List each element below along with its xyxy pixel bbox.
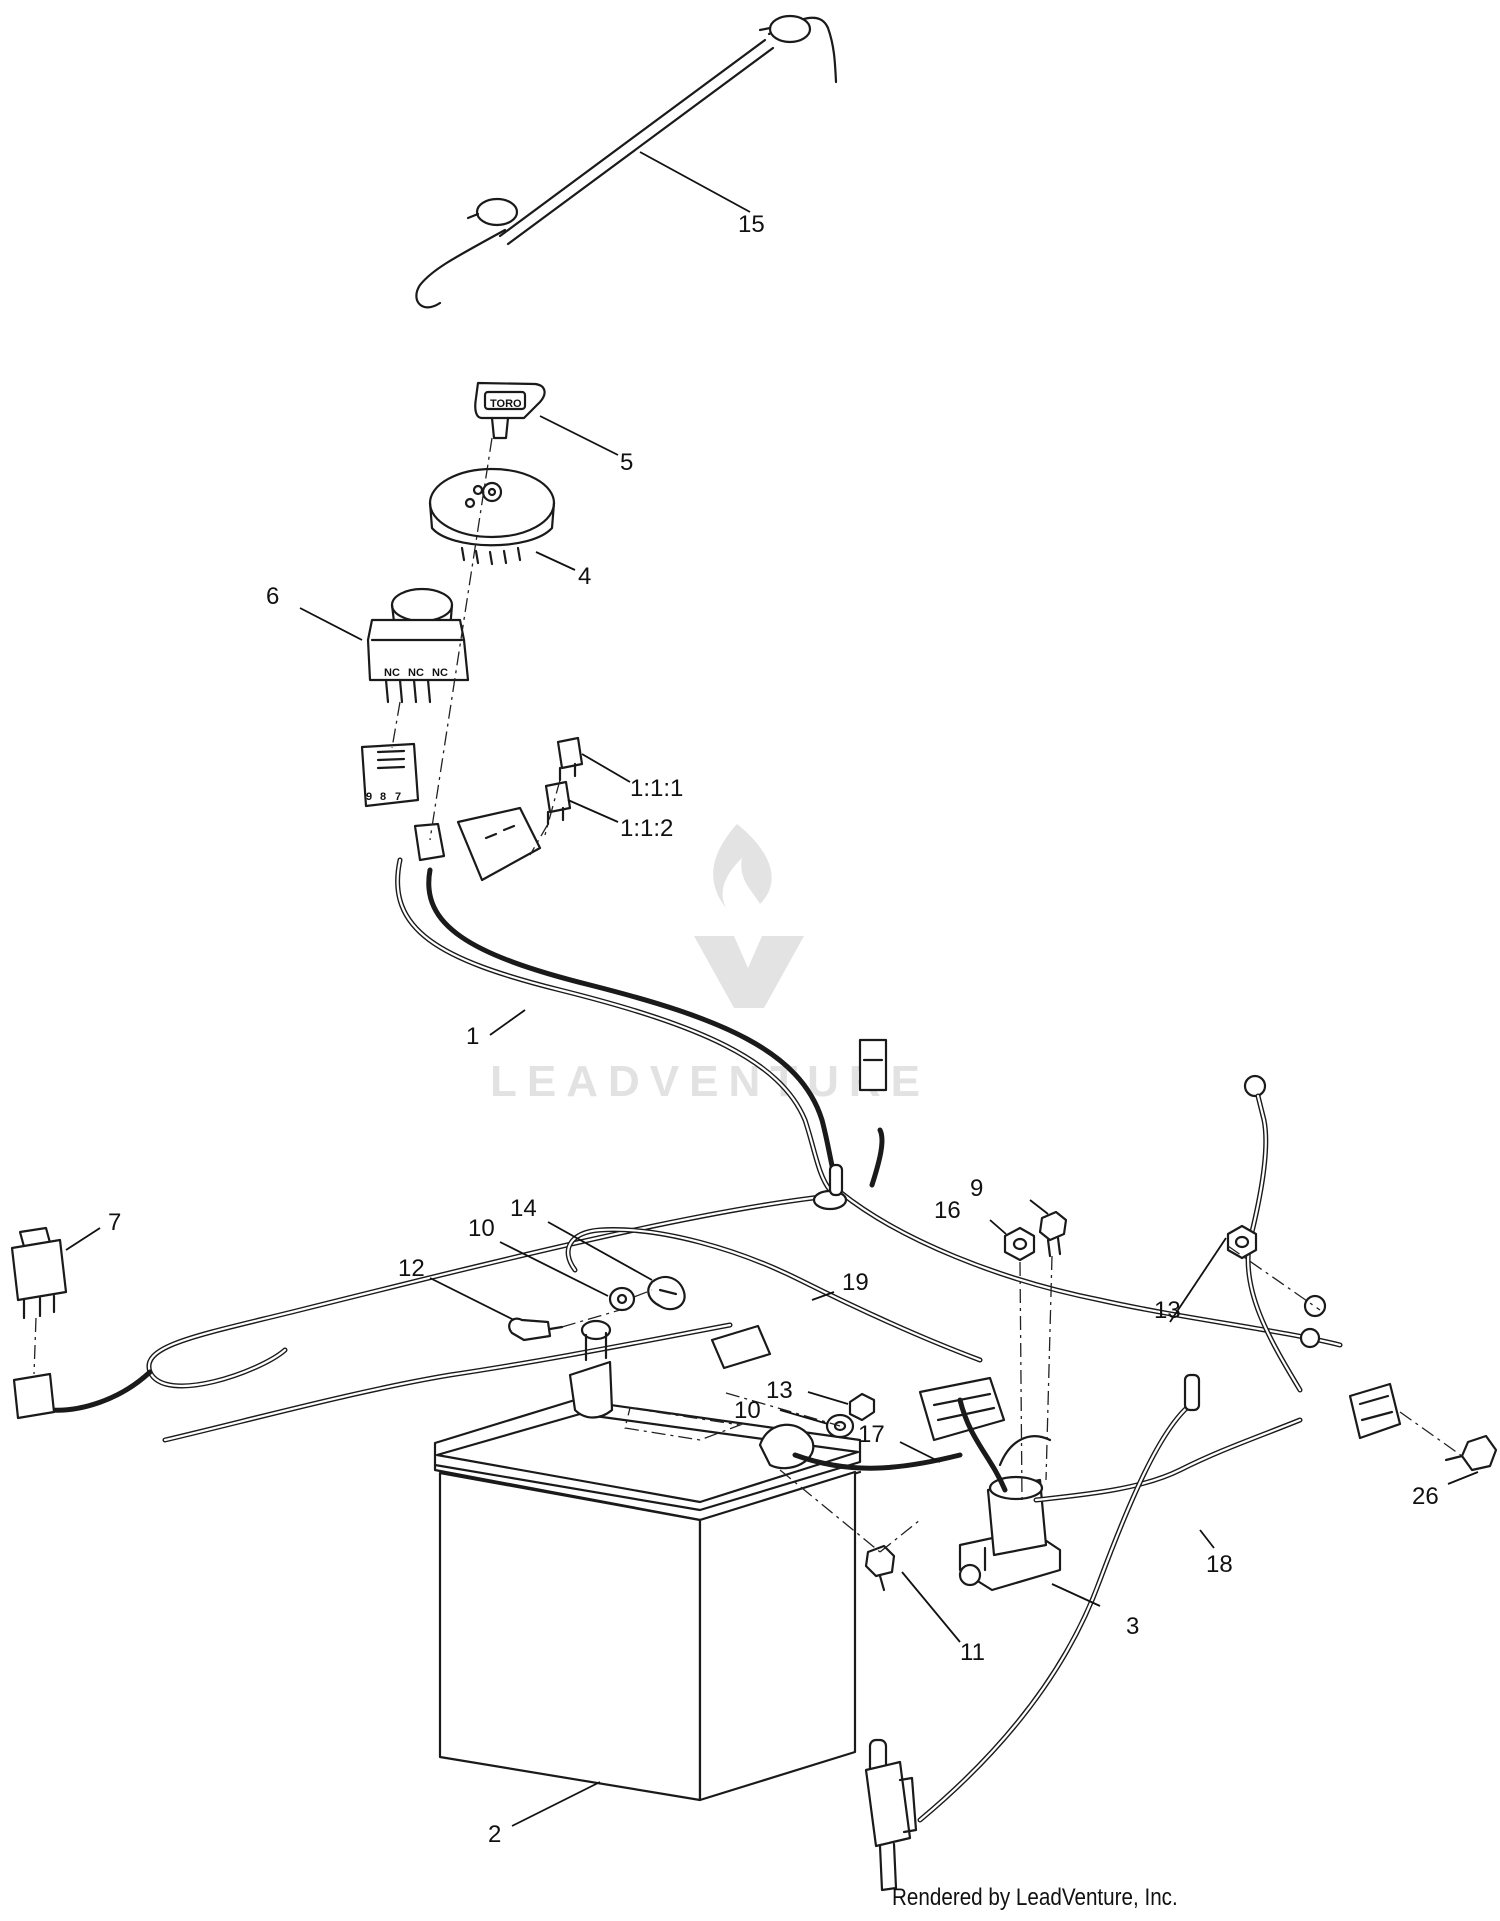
callout-labels: 15 5 4 6 1:1:1 1:1:2 1 7 9 16 14 10 12 1… (108, 211, 1439, 1848)
part-26-bolt (1444, 1434, 1498, 1472)
part-7-relay (10, 1226, 68, 1420)
plug-pin-8: 8 (380, 791, 386, 803)
callout-1-1-2: 1:1:2 (620, 815, 673, 842)
render-credit: Rendered by LeadVenture, Inc. (892, 1884, 1178, 1911)
callout-18: 18 (1206, 1551, 1233, 1578)
part-16-nut (1003, 1226, 1036, 1262)
pto-marking-1: NC (384, 667, 400, 679)
callout-1: 1 (466, 1023, 479, 1050)
part-4-ignition-switch (428, 467, 556, 566)
callout-10-lower: 10 (734, 1397, 761, 1424)
part-1-wire-harness (47, 857, 1343, 1443)
part-13-nut-upper (1226, 1224, 1258, 1260)
callout-19: 19 (842, 1269, 869, 1296)
pto-marking-3: NC (432, 667, 448, 679)
callout-15: 15 (738, 211, 765, 238)
callout-16: 16 (934, 1197, 961, 1224)
part-18-harness (917, 1373, 1303, 1823)
callout-3: 3 (1126, 1613, 1139, 1640)
plug-pin-9: 9 (366, 791, 372, 803)
callout-6: 6 (266, 583, 279, 610)
callout-2: 2 (488, 1821, 501, 1848)
fuse-1-1-1 (556, 736, 584, 782)
leadventure-watermark: LEADVENTURE (490, 824, 930, 1106)
callout-10-upper: 10 (468, 1215, 495, 1242)
key-brand-label: TORO (490, 398, 522, 410)
pto-marking-2: NC (408, 667, 424, 679)
part-14-wing-nut (647, 1275, 686, 1311)
callout-7: 7 (108, 1209, 121, 1236)
callout-12: 12 (398, 1255, 425, 1282)
callout-4: 4 (578, 563, 591, 590)
callout-13-upper: 13 (1154, 1297, 1181, 1324)
part-13-nut-lower (848, 1392, 876, 1422)
part-9-bolt (1038, 1210, 1068, 1258)
connector-small (710, 1324, 772, 1370)
part-12-bolt (508, 1317, 564, 1342)
harness-plug-pto: 9 8 7 (360, 742, 420, 808)
part-5-key: TORO (474, 381, 546, 440)
part-15-strap (415, 14, 838, 309)
callout-5: 5 (620, 449, 633, 476)
plug-pin-7: 7 (395, 791, 401, 803)
battery-clamp (568, 1319, 614, 1419)
callout-14: 14 (510, 1195, 537, 1222)
battery-cable-red (1243, 1074, 1327, 1393)
callout-26: 26 (1412, 1483, 1439, 1510)
callout-13-lower: 13 (766, 1377, 793, 1404)
part-11-bolt (864, 1544, 896, 1592)
leader-lines (65, 151, 1479, 1827)
watermark-text: LEADVENTURE (490, 1057, 930, 1106)
connector-right (1348, 1382, 1402, 1440)
part-10-washer-upper (608, 1286, 636, 1312)
assembly-lines (33, 437, 1463, 1553)
part-6-pto-switch: NC NC NC (366, 587, 470, 704)
part-2-battery (433, 1398, 963, 1802)
part-3-solenoid (957, 1397, 1062, 1592)
callout-9: 9 (970, 1175, 983, 1202)
callout-1-1-1: 1:1:1 (630, 775, 683, 802)
callout-17: 17 (858, 1421, 885, 1448)
callout-11: 11 (960, 1639, 985, 1666)
harness-plug-ignition (413, 806, 542, 882)
seat-switch-connector (864, 1738, 918, 1892)
